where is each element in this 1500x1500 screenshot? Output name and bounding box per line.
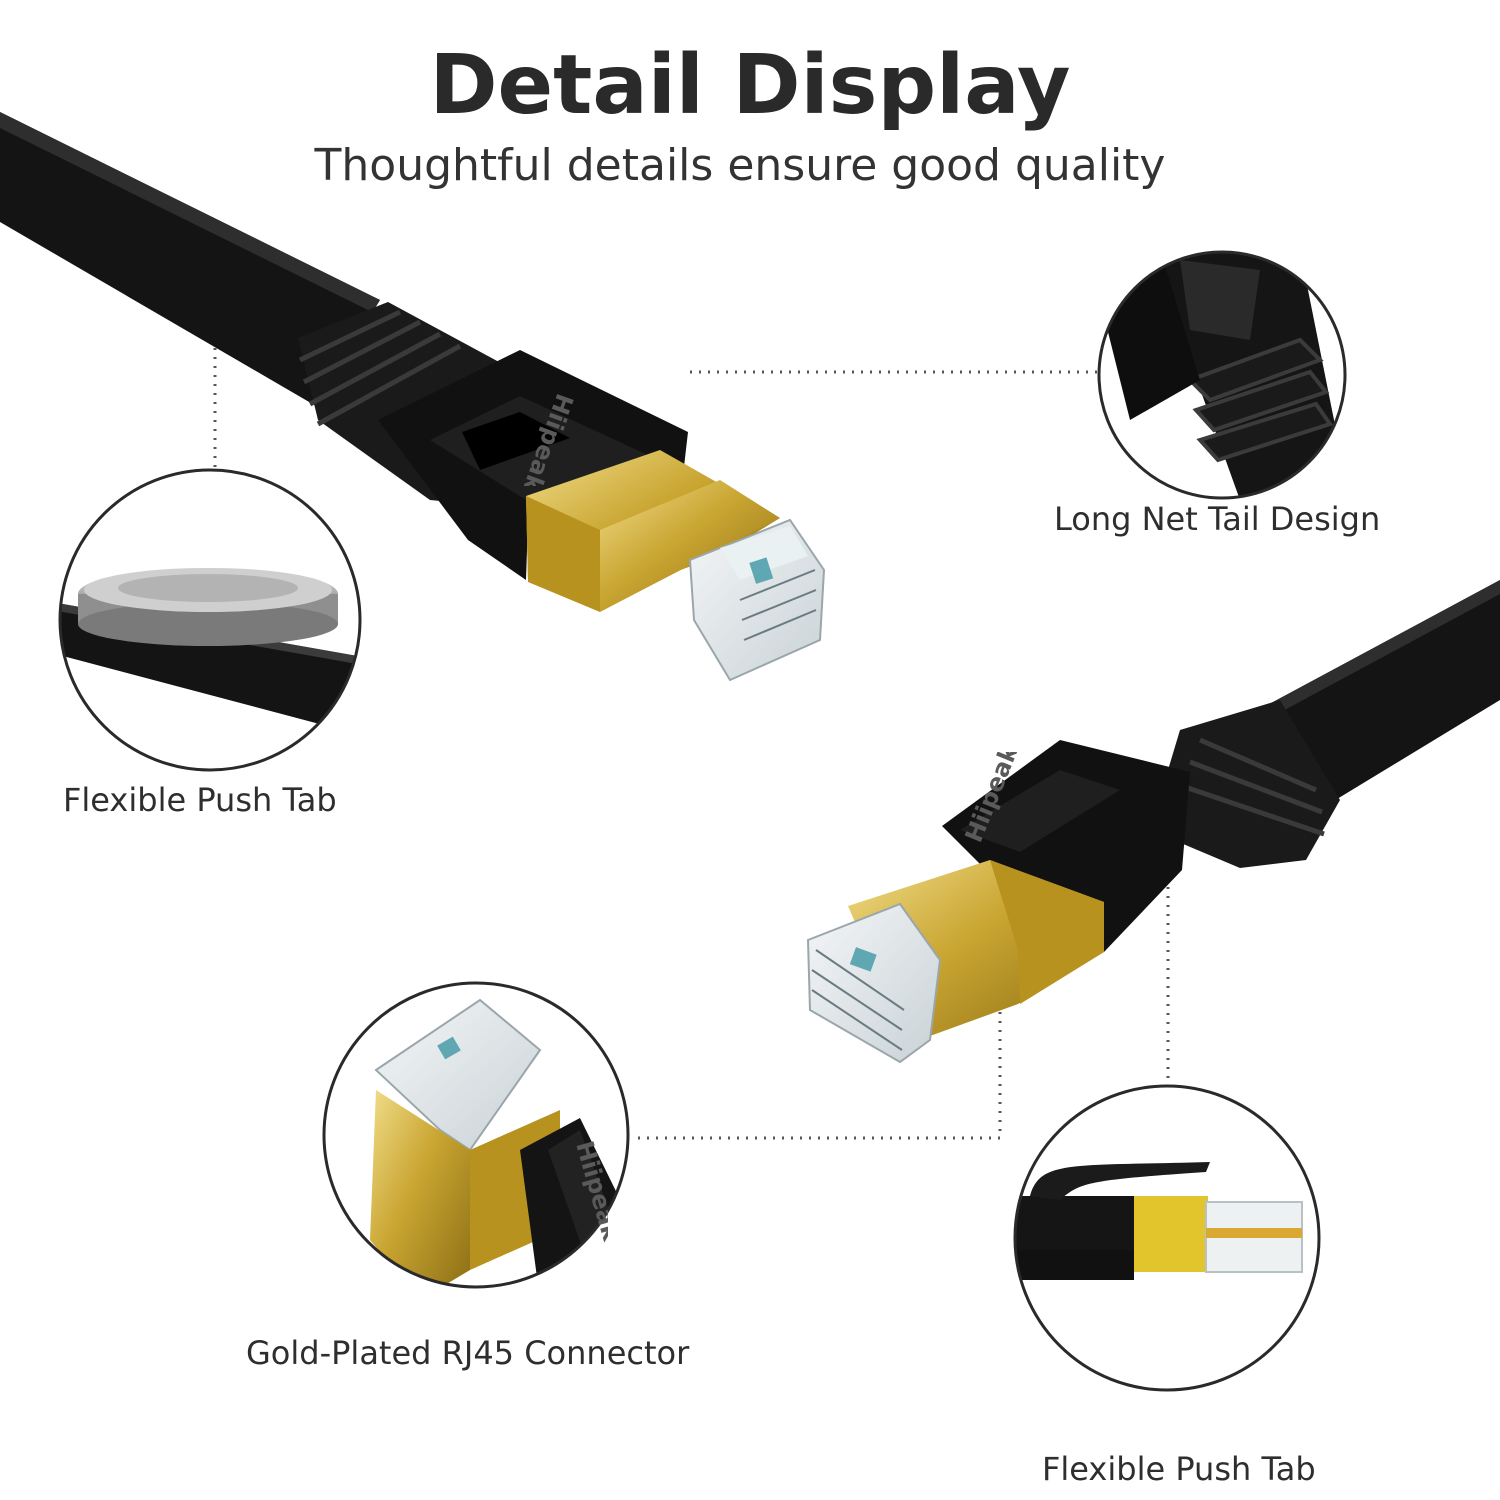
detail-circle-net-tail xyxy=(1099,252,1345,498)
svg-text:Hiipeak: Hiipeak xyxy=(960,752,1024,846)
callout-label-push-tab-right: Flexible Push Tab xyxy=(1042,1450,1316,1488)
svg-text:Hiipeak: Hiipeak xyxy=(570,1138,608,1245)
detail-circle-gold-connector xyxy=(324,983,628,1287)
brand-logo-top: Hiipeak xyxy=(520,390,579,486)
detail-circle-push-tab xyxy=(1015,1086,1319,1390)
page-subtitle: Thoughtful details ensure good quality xyxy=(314,140,1166,191)
brand-logo-bottom: Hiipeak xyxy=(960,752,1024,846)
brand-logo-circle: Hiipeak xyxy=(570,1138,608,1245)
bottom-cable xyxy=(806,580,1500,1064)
page-title: Detail Display xyxy=(429,38,1071,133)
svg-text:Hiipeak: Hiipeak xyxy=(520,390,579,486)
leader-line xyxy=(634,985,1002,1140)
callout-label-push-tab-left: Flexible Push Tab xyxy=(63,781,337,819)
callout-label-net-tail: Long Net Tail Design xyxy=(1054,500,1381,538)
detail-circle-flat-cable xyxy=(60,470,360,770)
top-cable xyxy=(0,112,826,682)
callout-label-gold-connector: Gold-Plated RJ45 Connector xyxy=(246,1334,690,1372)
